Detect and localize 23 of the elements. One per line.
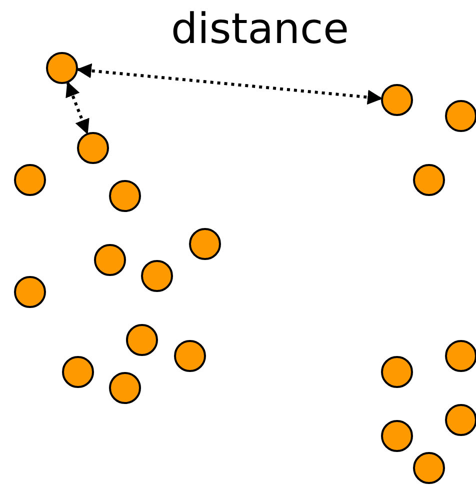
circle-node (14, 164, 46, 196)
circle-node (445, 340, 476, 372)
circle-node (109, 180, 141, 212)
circle-node (413, 164, 445, 196)
circle-node (445, 404, 476, 436)
circle-node (445, 100, 476, 132)
circle-node (189, 228, 221, 260)
circle-node (94, 244, 126, 276)
circle-node (141, 260, 173, 292)
circle-node (381, 356, 413, 388)
circle-node (62, 356, 94, 388)
title: distance (170, 4, 350, 54)
circle-node (413, 452, 445, 484)
double-arrow (66, 82, 90, 134)
circle-node (174, 340, 206, 372)
circle-node (14, 276, 46, 308)
circle-node (46, 52, 78, 84)
circle-node (381, 84, 413, 116)
circle-node (77, 132, 109, 164)
circle-node (381, 420, 413, 452)
circle-node (109, 372, 141, 404)
double-arrow (76, 63, 383, 105)
circle-node (126, 324, 158, 356)
